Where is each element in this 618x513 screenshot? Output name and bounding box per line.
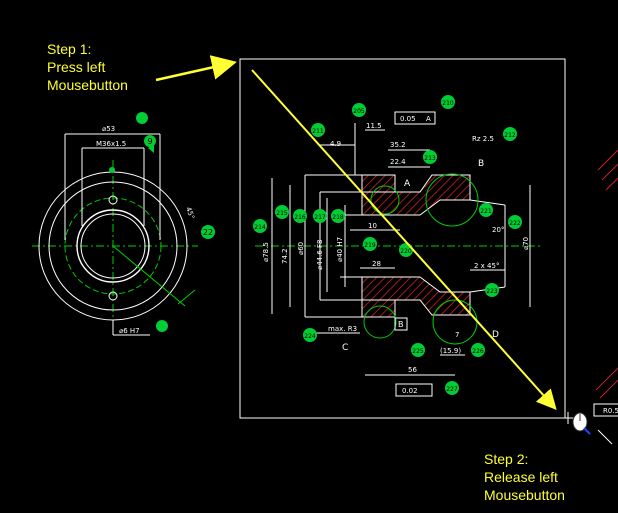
dim-hole: ⌀6 H7 bbox=[119, 327, 140, 335]
dim-11-5: 11.5 bbox=[366, 122, 382, 130]
balloon: 226 bbox=[471, 343, 485, 357]
balloon-label: 213 bbox=[424, 155, 436, 162]
balloon-label: 222 bbox=[509, 220, 521, 227]
dim-outer: ⌀53 bbox=[102, 125, 115, 133]
dim-28: 28 bbox=[372, 260, 381, 268]
balloon: 215 bbox=[275, 205, 289, 219]
label-a: A bbox=[404, 179, 411, 189]
dim-tol: 0.05 bbox=[400, 115, 416, 123]
balloon-label: 223 bbox=[486, 288, 498, 295]
step1-arrow bbox=[155, 55, 237, 82]
balloon: 216 bbox=[293, 209, 307, 223]
balloon: 223 bbox=[485, 283, 499, 297]
dim-r0-5: R0.5 bbox=[603, 407, 618, 415]
dim-rz: Rz 2.5 bbox=[472, 135, 494, 143]
balloon: 225 bbox=[411, 343, 425, 357]
dim-70: ⌀70 bbox=[522, 237, 530, 250]
balloon: 213 bbox=[423, 150, 437, 164]
section-view: 0.05 A 0.02 B 11.5 4.9 35.2 22.4 Rz 2.5 … bbox=[255, 111, 540, 397]
dim-tol-ref: A bbox=[426, 115, 431, 123]
dim-35-2: 35.2 bbox=[390, 141, 406, 149]
small-balloon bbox=[136, 112, 148, 124]
dim-max-r3: max. R3 bbox=[328, 325, 357, 333]
mouse-cursor-icon bbox=[562, 412, 591, 435]
drag-arrow bbox=[251, 69, 557, 410]
dim-4-9: 4.9 bbox=[330, 140, 341, 148]
balloon-label: 215 bbox=[276, 210, 288, 217]
balloon: 211 bbox=[311, 123, 325, 137]
label-b: B bbox=[478, 159, 484, 169]
dim-7: 7 bbox=[455, 331, 459, 339]
balloon-22-label: 22 bbox=[203, 228, 213, 237]
balloon-label: 217 bbox=[314, 214, 326, 221]
dim-22-4: 22.4 bbox=[390, 158, 406, 166]
dim-angle: 45° bbox=[184, 206, 196, 220]
balloon-label: 227 bbox=[446, 386, 458, 393]
balloon-label: 216 bbox=[294, 214, 306, 221]
left-view: ⌀53 M36x1.5 ⌀6 H7 45° 9 22 bbox=[32, 112, 215, 336]
dim-15-9: (15.9) bbox=[440, 347, 461, 355]
balloon-label: 220 bbox=[400, 248, 412, 255]
balloon: 221 bbox=[479, 203, 493, 217]
label-d: D bbox=[492, 330, 499, 340]
balloon-label: 226 bbox=[472, 348, 484, 355]
balloon-9 bbox=[144, 135, 156, 147]
dim-78-5: ⌀78.5 bbox=[262, 242, 270, 262]
balloon: 210 bbox=[441, 95, 455, 109]
dim-60: ⌀60 bbox=[297, 242, 305, 255]
balloon: 214 bbox=[253, 219, 267, 233]
dim-44-6: ⌀44.6 F8 bbox=[316, 239, 324, 270]
balloon-label: 225 bbox=[412, 348, 424, 355]
dim-10: 10 bbox=[368, 222, 377, 230]
balloon: 220 bbox=[399, 243, 413, 257]
balloon-label: 210 bbox=[442, 100, 454, 107]
dim-40: ⌀40 H7 bbox=[336, 237, 344, 262]
section-balloons: 205 210 211 212 213 214 215 216 217 218 … bbox=[253, 95, 522, 395]
dim-74-2: 74.2 bbox=[281, 248, 289, 264]
step2-instruction: Step 2: Release left Mousebutton bbox=[484, 451, 565, 503]
balloon: 219 bbox=[363, 237, 377, 251]
balloon-22 bbox=[201, 225, 215, 239]
step1-instruction: Step 1: Press left Mousebutton bbox=[47, 41, 128, 93]
balloon: 218 bbox=[331, 209, 345, 223]
balloon-label: 214 bbox=[254, 224, 266, 231]
label-box-b: B bbox=[398, 320, 404, 329]
balloon-label: 212 bbox=[504, 132, 516, 139]
balloon-label: 211 bbox=[312, 128, 324, 135]
balloon: 222 bbox=[508, 215, 522, 229]
balloon-label: 219 bbox=[364, 242, 376, 249]
balloon-label: 221 bbox=[480, 208, 492, 215]
dim-56: 56 bbox=[408, 366, 417, 374]
dim-chamfer: 2 x 45° bbox=[474, 262, 499, 270]
small-balloon bbox=[156, 320, 168, 332]
dim-thread: M36x1.5 bbox=[96, 140, 126, 148]
small-balloon bbox=[109, 167, 115, 173]
balloon: 224 bbox=[303, 328, 317, 342]
balloon: 212 bbox=[503, 127, 517, 141]
dim-flat: 0.02 bbox=[402, 387, 418, 395]
balloon: 217 bbox=[313, 209, 327, 223]
balloon-label: 224 bbox=[304, 333, 316, 340]
label-c: C bbox=[342, 343, 348, 353]
balloon-label: 205 bbox=[353, 108, 365, 115]
selection-window bbox=[239, 58, 566, 419]
offscreen-drawing: R0.5 bbox=[593, 149, 618, 445]
balloon: 227 bbox=[445, 381, 459, 395]
dim-20deg: 20° bbox=[492, 226, 504, 234]
balloon-9-label: 9 bbox=[147, 137, 152, 146]
balloon-label: 218 bbox=[332, 214, 344, 221]
balloon: 205 bbox=[352, 103, 366, 117]
